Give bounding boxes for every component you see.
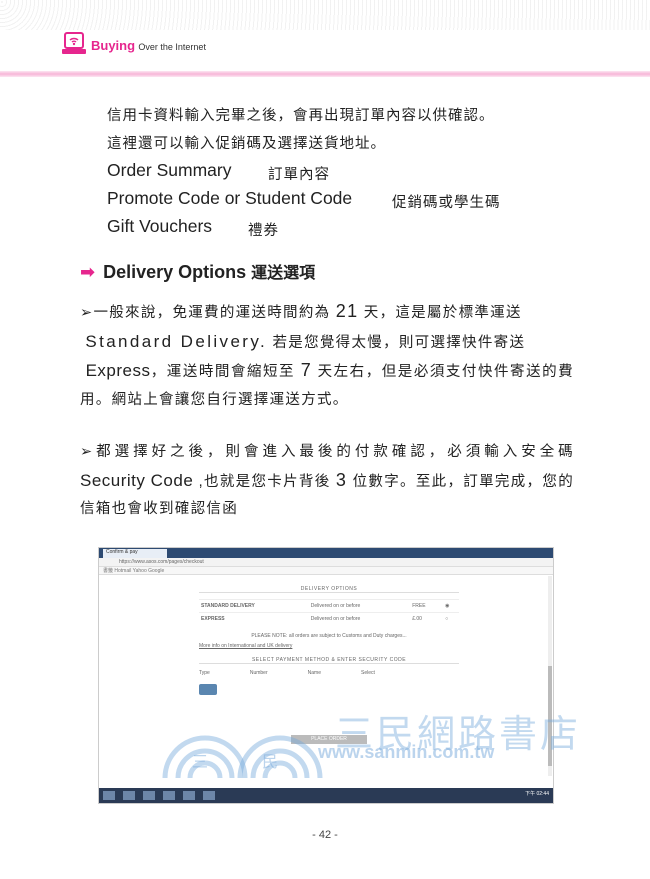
delivery-heading: DELIVERY OPTIONS	[199, 586, 459, 593]
term-zh: 促銷碼或學生碼	[392, 195, 501, 211]
cell: STANDARD DELIVERY	[199, 599, 309, 613]
cell: EXPRESS	[199, 612, 309, 625]
number: 3	[335, 469, 348, 490]
term-zh: 訂單內容	[268, 167, 330, 183]
text: 天左右，但是必須支付快件寄送的費用。網站上會讓您自行選擇運送方式。	[80, 364, 574, 408]
app-icon[interactable]	[183, 791, 195, 800]
col-header: Number	[249, 670, 268, 676]
bookmarks-bar: 書籤 Hotmail Yahoo Google	[99, 567, 553, 575]
bullet-icon: ➢	[80, 444, 94, 460]
address-bar: https://www.asos.com/pages/checkout	[99, 558, 553, 567]
text: 一般來說，免運費的運送時間約為	[93, 305, 331, 321]
col-header: Name	[307, 670, 321, 676]
browser-screenshot: Confirm & pay https://www.asos.com/pages…	[98, 547, 554, 804]
place-order-button[interactable]: PLACE ORDER	[291, 735, 367, 744]
term-en: Gift Vouchers	[107, 216, 213, 236]
payment-heading: SELECT PAYMENT METHOD & ENTER SECURITY C…	[199, 657, 459, 664]
watermark-char: 民	[262, 754, 279, 771]
term-en: Order Summary	[107, 160, 232, 180]
paragraph-security: ➢都選擇好之後，則會進入最後的付款確認，必須輸入安全碼 Security Cod…	[80, 439, 574, 524]
cell: £.00	[410, 612, 444, 625]
folder-icon[interactable]	[143, 791, 155, 800]
cell: Delivered on or before	[308, 599, 411, 613]
text: Standard Delivery.	[85, 331, 268, 351]
header-pattern	[0, 0, 650, 30]
section-title-zh: 運送選項	[251, 265, 316, 282]
text: 位數字。至此，訂單完成，您的信箱也會收到確認信函	[80, 473, 574, 518]
tab-bar: Confirm & pay	[99, 548, 553, 558]
text: Security Code	[80, 470, 194, 490]
brand-rest: Over the Internet	[138, 42, 206, 52]
text: 若是您覺得太慢，則可選擇快件寄送	[272, 334, 526, 351]
delivery-note: PLEASE NOTE: all orders are subject to C…	[251, 633, 407, 639]
radio[interactable]: ○	[443, 612, 459, 625]
laptop-wifi-icon	[62, 32, 86, 54]
bullet-icon: ➢	[80, 305, 94, 321]
term-zh: 禮券	[248, 223, 279, 239]
watermark-text: 三民網路書店	[335, 712, 582, 756]
header-divider	[0, 71, 650, 77]
page-number: - 42 -	[312, 829, 338, 841]
more-info-link[interactable]: More info on International and UK delive…	[199, 643, 293, 649]
term-en: Promote Code or Student Code	[107, 188, 353, 208]
taskbar: 下午 02:44	[99, 788, 553, 803]
watermark-char: 三	[192, 754, 209, 771]
text: 天，這是屬於標準運送	[363, 305, 522, 321]
text: 都選擇好之後，則會進入最後的付款確認，必須輸入安全碼	[93, 444, 574, 460]
paragraph-delivery: ➢一般來說，免運費的運送時間約為 21 天，這是屬於標準運送 Standard …	[80, 298, 574, 414]
cell: FREE	[410, 599, 444, 613]
text: ，運送時間會縮短至	[150, 364, 296, 380]
col-header: Select	[360, 670, 375, 676]
radio-selected[interactable]: ◉	[443, 599, 459, 613]
credit-card-icon	[199, 684, 217, 695]
intro-line: 這裡還可以輸入促銷碼及選擇送貨地址。	[107, 136, 386, 152]
browser-tab: Confirm & pay	[103, 549, 167, 558]
col-header: Type	[199, 670, 210, 676]
watermark-url: www.sanmin.com.tw	[318, 742, 495, 762]
intro-line: 信用卡資料輸入完畢之後，會再出現訂單內容以供確認。	[107, 108, 495, 124]
payment-columns: Type Number Name Select	[199, 670, 459, 676]
start-icon[interactable]	[103, 791, 115, 800]
ie-icon[interactable]	[123, 791, 135, 800]
text: Express	[85, 361, 151, 380]
text: ,也就是您卡片背後	[198, 473, 331, 490]
app-icon[interactable]	[203, 791, 215, 800]
brand-highlight: Buying	[91, 38, 136, 53]
cell: Delivered on or before	[308, 612, 411, 625]
number: 7	[300, 360, 312, 380]
section-heading: ➡ Delivery Options 運送選項	[80, 259, 315, 283]
clock: 下午 02:44	[525, 791, 549, 797]
app-icon[interactable]	[163, 791, 175, 800]
section-title-en: Delivery Options	[103, 262, 247, 282]
arrow-right-icon: ➡	[80, 262, 96, 282]
scrollbar[interactable]	[548, 576, 552, 776]
running-header: Buying Over the Internet	[91, 38, 206, 53]
number: 21	[335, 301, 359, 321]
